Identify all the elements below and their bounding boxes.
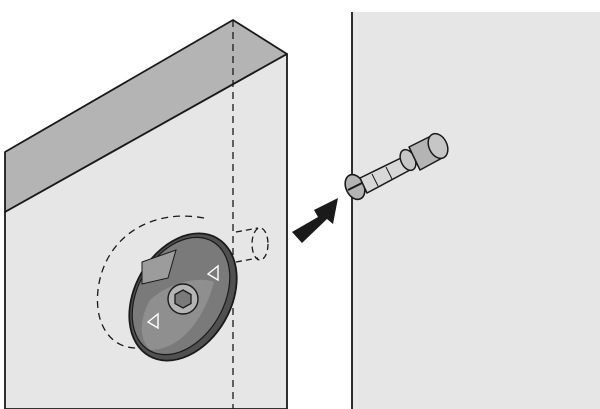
cam-arrow-mark-left bbox=[146, 312, 159, 330]
connecting-bolt bbox=[344, 132, 449, 201]
bolt-shaft-thread-1 bbox=[371, 173, 379, 187]
bolt-shaft-thread-2 bbox=[385, 166, 393, 180]
insertion-arrow bbox=[292, 198, 338, 243]
hidden-bolt-hole-end bbox=[251, 227, 269, 261]
hidden-bolt-hole bbox=[235, 227, 259, 263]
hidden-cam-recess bbox=[96, 215, 205, 349]
arrow-right-icon bbox=[292, 198, 338, 243]
side-panel-face bbox=[352, 12, 600, 409]
cam-slot bbox=[141, 249, 177, 285]
hex-socket-icon bbox=[174, 289, 192, 309]
cam-arrow-mark-right bbox=[206, 264, 219, 282]
bolt-tip bbox=[427, 132, 449, 160]
cam-lock-fitting bbox=[128, 232, 238, 362]
bolt-head-slot bbox=[347, 182, 363, 191]
side-panel bbox=[351, 12, 600, 409]
